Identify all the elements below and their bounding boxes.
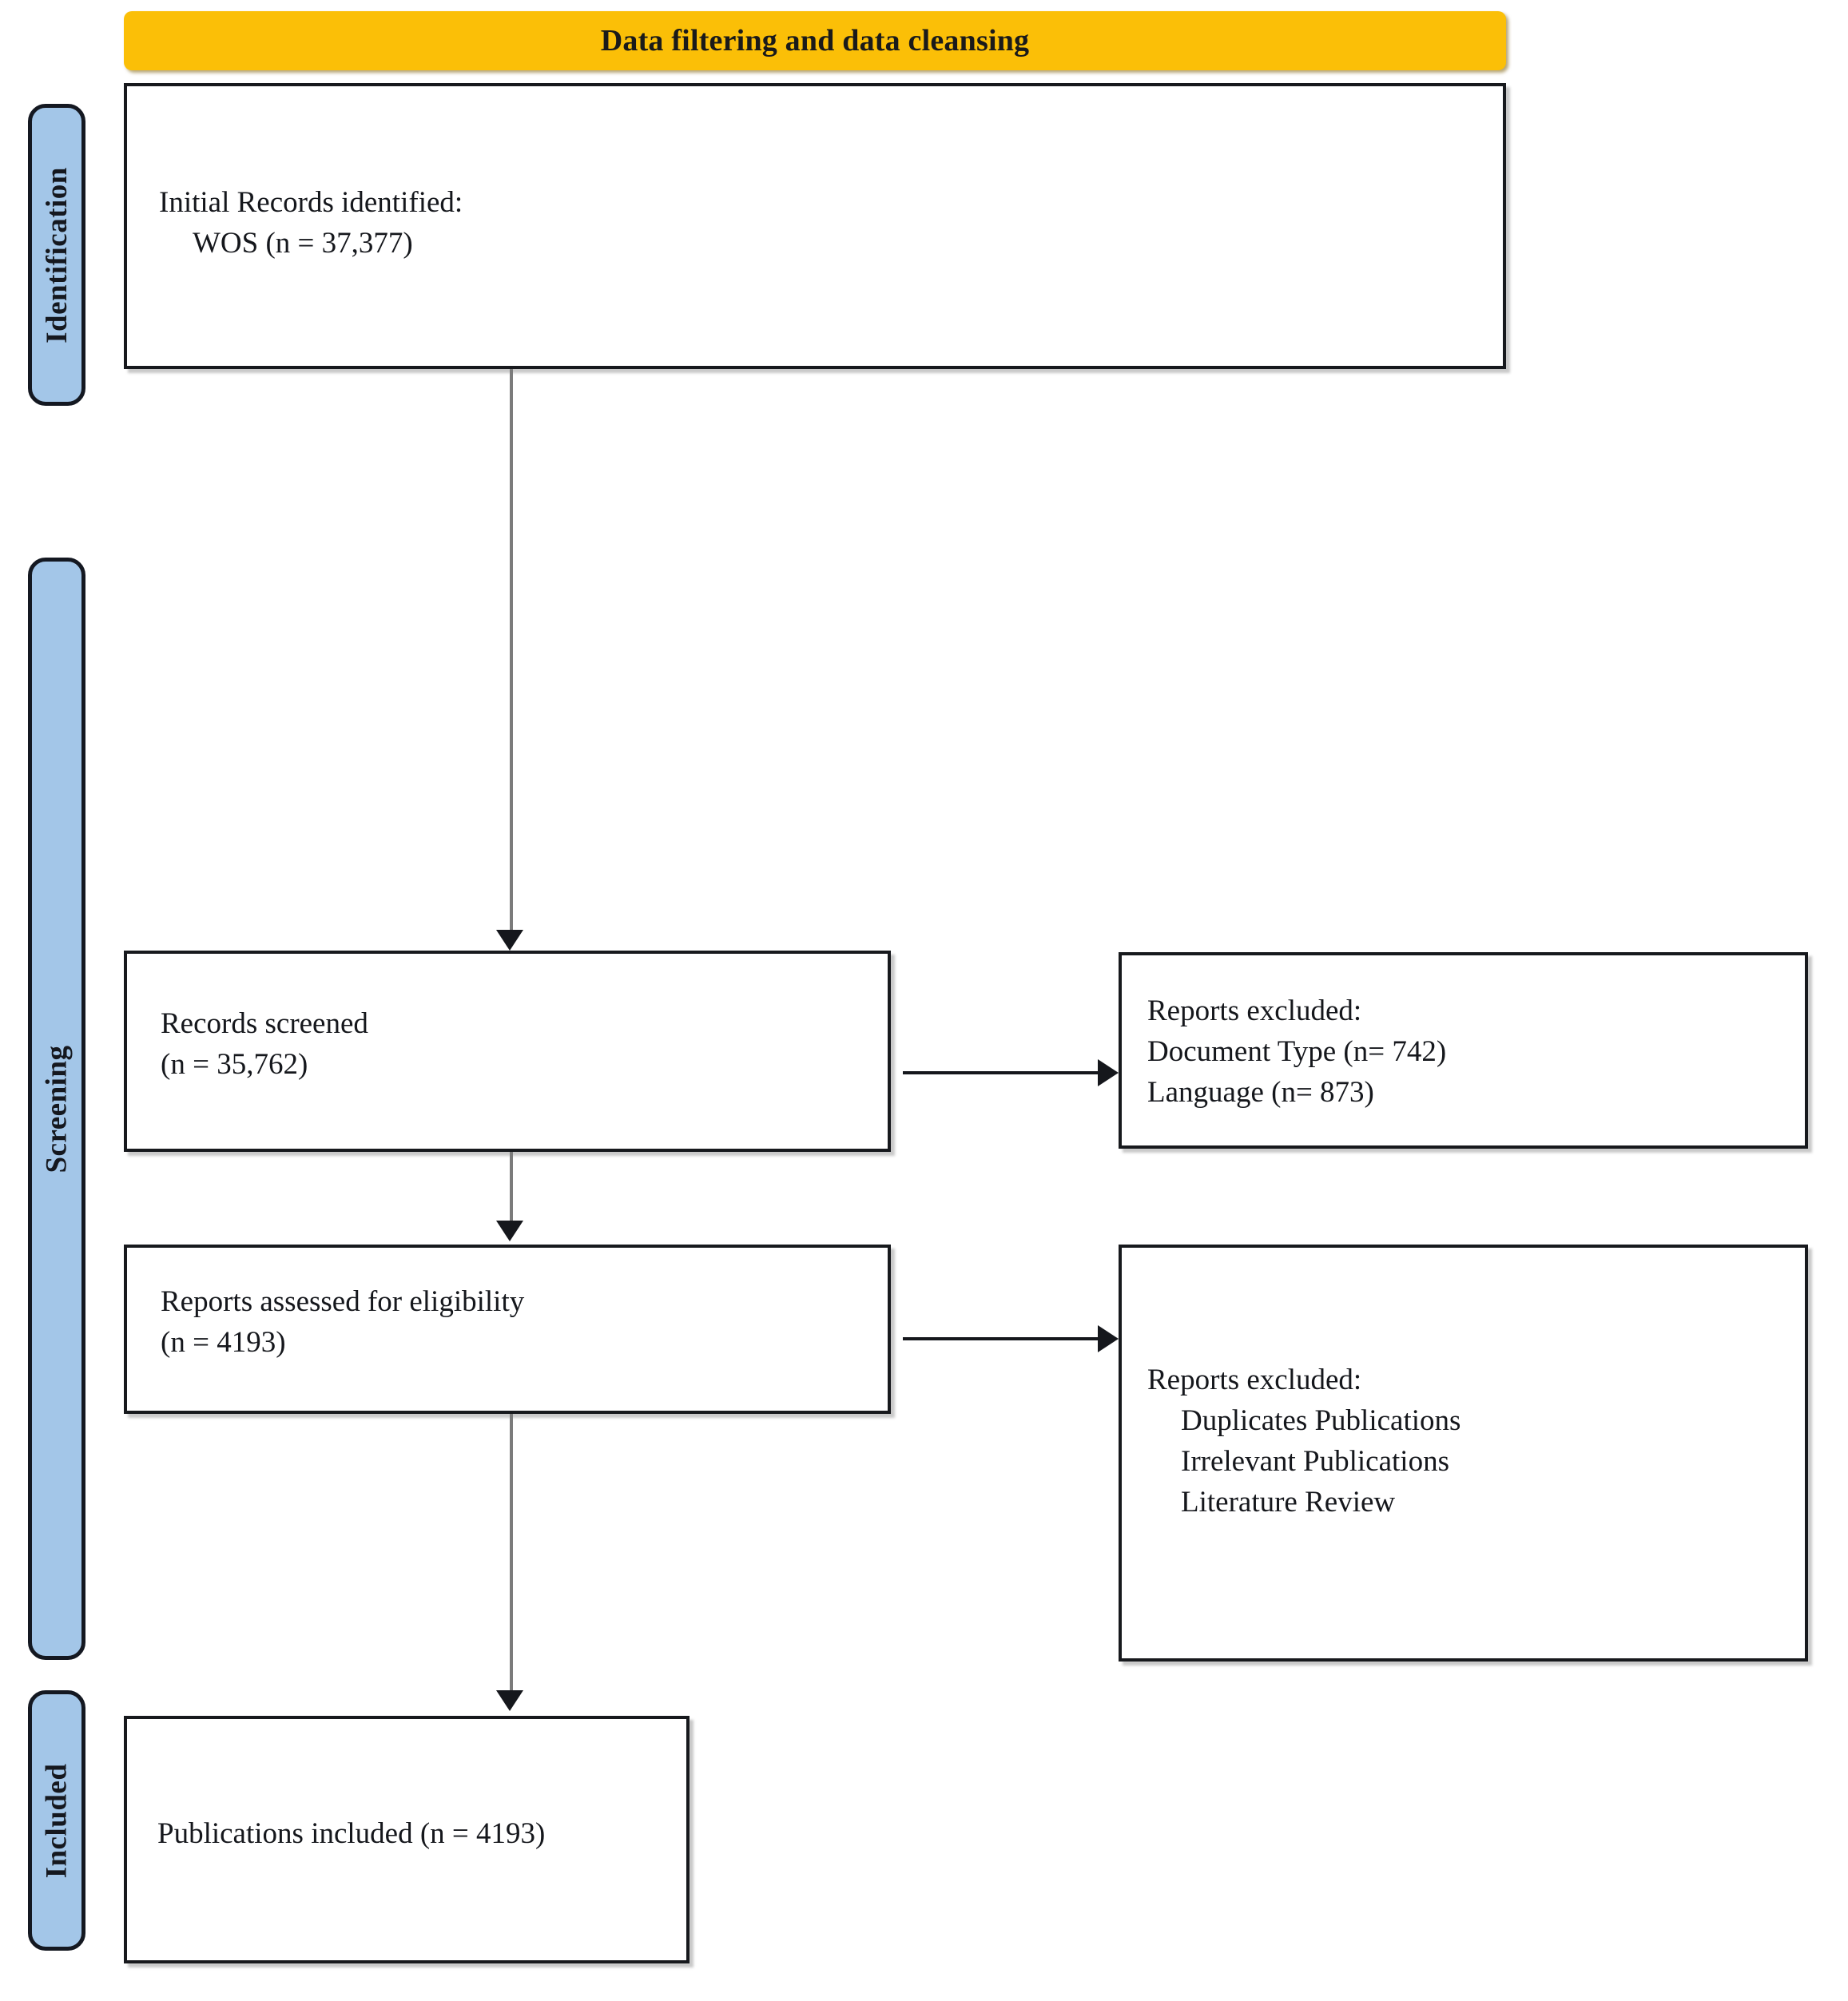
excluded-screening-line-2: Document Type (n= 742) bbox=[1147, 1035, 1447, 1069]
excluded-screening-line-3: Language (n= 873) bbox=[1147, 1076, 1374, 1110]
box-records-screened: Records screened (n = 35,762) bbox=[124, 951, 891, 1152]
stage-label-screening: Screening bbox=[28, 558, 85, 1660]
stage-label-included-text: Included bbox=[40, 1763, 74, 1878]
records-identified-line-2: WOS (n = 37,377) bbox=[193, 227, 413, 260]
eligibility-line-2: (n = 4193) bbox=[161, 1326, 286, 1360]
connector-screened-to-eligibility-line bbox=[510, 1152, 513, 1224]
connector-identified-to-screened-line bbox=[510, 369, 513, 936]
box-records-identified: Initial Records identified: WOS (n = 37,… bbox=[124, 83, 1506, 369]
diagram-title: Data filtering and data cleansing bbox=[600, 24, 1030, 58]
stage-label-screening-text: Screening bbox=[40, 1044, 74, 1173]
excluded-eligibility-line-3: Irrelevant Publications bbox=[1181, 1445, 1449, 1479]
records-identified-line-1: Initial Records identified: bbox=[159, 186, 463, 219]
connector-eligibility-to-included-arrow-icon bbox=[496, 1690, 523, 1711]
stage-label-included: Included bbox=[28, 1690, 85, 1951]
box-reports-excluded-eligibility: Reports excluded: Duplicates Publication… bbox=[1119, 1245, 1808, 1662]
box-reports-assessed-eligibility: Reports assessed for eligibility (n = 41… bbox=[124, 1245, 891, 1414]
stage-label-identification-text: Identification bbox=[40, 166, 74, 343]
publications-included-line-1: Publications included (n = 4193) bbox=[157, 1817, 546, 1850]
connector-eligibility-to-included-line bbox=[510, 1414, 513, 1693]
records-screened-line-1: Records screened bbox=[161, 1007, 368, 1040]
diagram-title-banner: Data filtering and data cleansing bbox=[124, 11, 1506, 70]
stage-label-identification: Identification bbox=[28, 104, 85, 406]
records-screened-line-2: (n = 35,762) bbox=[161, 1048, 308, 1082]
box-reports-excluded-screening: Reports excluded: Document Type (n= 742)… bbox=[1119, 952, 1808, 1149]
eligibility-line-1: Reports assessed for eligibility bbox=[161, 1285, 525, 1318]
box-publications-included: Publications included (n = 4193) bbox=[124, 1716, 690, 1963]
connector-eligibility-to-excluded-arrow-icon bbox=[1098, 1325, 1119, 1352]
connector-identified-to-screened-arrow-icon bbox=[496, 930, 523, 951]
connector-screened-to-eligibility-arrow-icon bbox=[496, 1221, 523, 1241]
excluded-eligibility-line-2: Duplicates Publications bbox=[1181, 1404, 1461, 1438]
connector-screened-to-excluded-line bbox=[903, 1071, 1101, 1074]
excluded-eligibility-line-4: Literature Review bbox=[1181, 1486, 1396, 1519]
connector-eligibility-to-excluded-line bbox=[903, 1337, 1101, 1340]
excluded-screening-line-1: Reports excluded: bbox=[1147, 995, 1362, 1027]
excluded-eligibility-line-1: Reports excluded: bbox=[1147, 1364, 1362, 1396]
connector-screened-to-excluded-arrow-icon bbox=[1098, 1059, 1119, 1086]
